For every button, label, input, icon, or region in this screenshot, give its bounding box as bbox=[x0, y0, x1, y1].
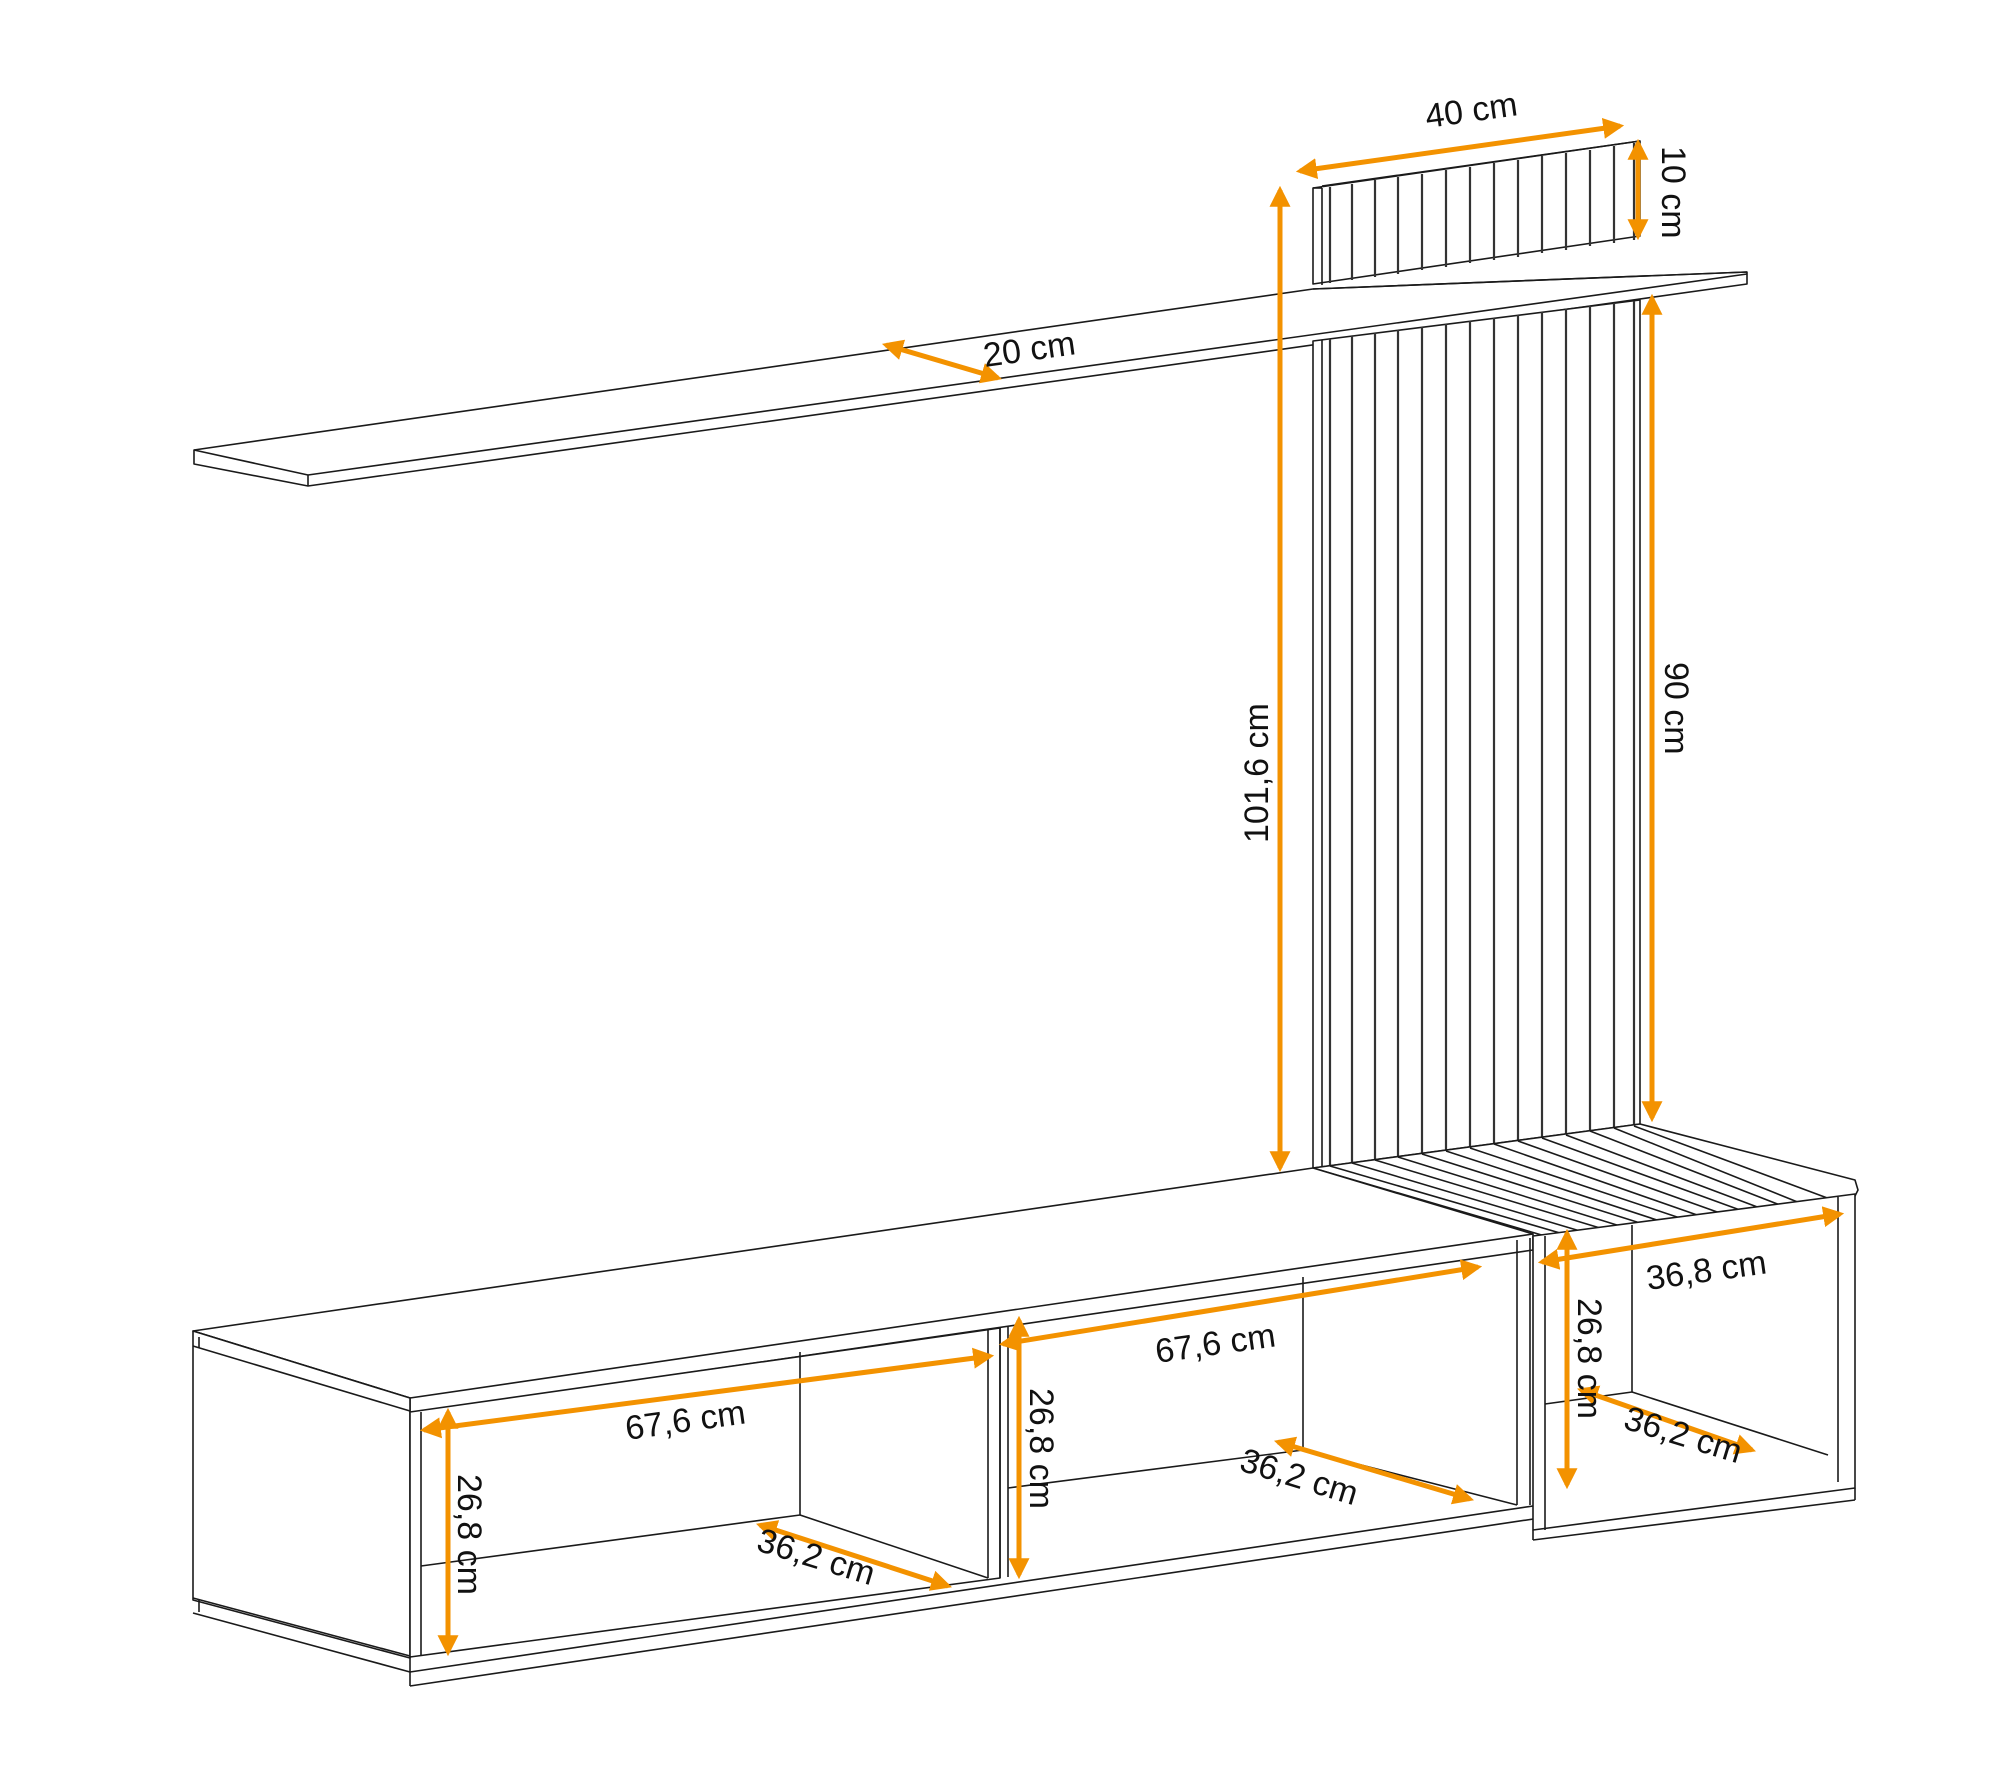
shelf-depth-arrow bbox=[881, 339, 1003, 384]
left-width-arrow bbox=[419, 1347, 995, 1439]
top-panel-slats bbox=[1328, 143, 1636, 283]
label-slat-height: 90 cm bbox=[1657, 662, 1695, 755]
right-width-arrow bbox=[1537, 1206, 1845, 1270]
label-top-panel-height: 10 cm bbox=[1654, 146, 1692, 239]
label-left-height: 26,8 cm bbox=[450, 1474, 488, 1595]
top-panel-width-arrow bbox=[1295, 117, 1625, 180]
dimension-arrows bbox=[419, 117, 1845, 1657]
right-depth-arrow bbox=[1577, 1385, 1756, 1455]
label-total-height: 101,6 cm bbox=[1238, 703, 1276, 843]
tall-panel-slats bbox=[1328, 301, 1636, 1166]
tall-slat-panel bbox=[1312, 299, 1641, 1169]
label-middle-width: 67,6 cm bbox=[1153, 1316, 1278, 1370]
left-depth-arrow bbox=[756, 1520, 952, 1591]
label-middle-depth: 36,2 cm bbox=[1236, 1441, 1363, 1513]
middle-width-arrow bbox=[998, 1259, 1483, 1352]
label-middle-height: 26,8 cm bbox=[1022, 1388, 1060, 1509]
middle-depth-arrow bbox=[1273, 1436, 1475, 1505]
label-right-height: 26,8 cm bbox=[1570, 1298, 1608, 1419]
label-top-panel-width: 40 cm bbox=[1423, 85, 1520, 136]
